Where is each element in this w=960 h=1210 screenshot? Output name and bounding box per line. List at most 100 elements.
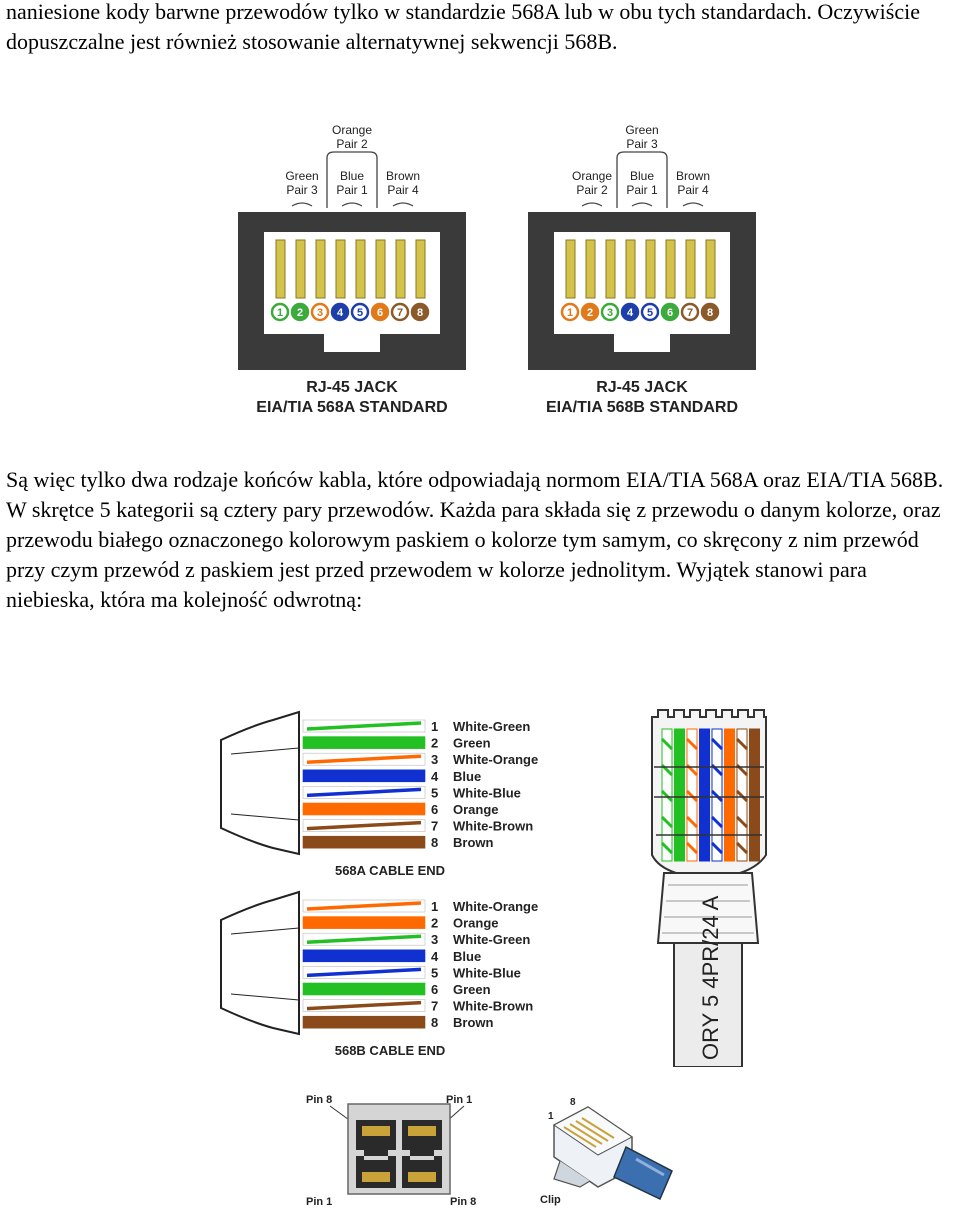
cable-title: 568A CABLE END — [335, 863, 445, 878]
pin-number-label: 1 — [277, 307, 283, 319]
wire-bar — [302, 769, 426, 783]
rj45-plug-cable-figure: ORY 5 4PR/24 A — [651, 709, 767, 1067]
wire-stripe — [306, 820, 422, 831]
pin-number-label: 7 — [687, 307, 693, 319]
cable-title: 568B CABLE END — [335, 1043, 446, 1058]
wire-label: White-Blue — [453, 785, 521, 800]
wire-bar — [302, 736, 426, 749]
pin-number-marker — [560, 302, 580, 322]
wire-label: White-Brown — [453, 999, 533, 1014]
pin-number-marker — [600, 302, 620, 322]
wire-stripe — [306, 901, 422, 911]
pair-label-1b: Pair 2 — [576, 183, 608, 197]
plug-wire-stripe — [685, 789, 699, 803]
socket-port-1 — [356, 1120, 396, 1156]
wire-number: 3 — [431, 752, 438, 767]
pin-number-label: 8 — [417, 307, 423, 319]
plug-label-clip: Clip — [540, 1194, 561, 1206]
wire-number: 2 — [431, 916, 438, 931]
socket-label-pin8: Pin 8 — [306, 1094, 332, 1106]
wire-stripe — [306, 1000, 422, 1011]
paragraph-intro: naniesione kody barwne przewodów tylko w… — [6, 0, 920, 54]
jack-pin — [395, 239, 406, 299]
pair-label-2a: Blue — [630, 169, 654, 183]
wire-label: White-Orange — [453, 899, 538, 914]
pin-number-marker — [290, 302, 310, 322]
plug-wire — [699, 728, 710, 862]
pin-number-marker — [310, 302, 330, 322]
jack-pin — [625, 239, 636, 299]
wire-number: 7 — [431, 999, 438, 1014]
pin-number-marker — [640, 302, 660, 322]
wire-number: 1 — [431, 899, 438, 914]
jack-standard: EIA/TIA 568B STANDARD — [546, 399, 738, 416]
jack-pin — [605, 239, 616, 299]
pin-number-label: 3 — [317, 307, 323, 319]
plug-wire-stripe — [735, 841, 749, 855]
wire-label: Green — [453, 982, 491, 997]
plug-wire — [674, 728, 685, 862]
pair-label-1b: Pair 3 — [286, 183, 318, 197]
rj45-socket-front-figure: Pin 8 Pin 1 Pin 1 Pin 8 — [306, 1094, 476, 1208]
pair-label-3a: Brown — [676, 169, 710, 183]
pair-label-2b: Pair 1 — [626, 183, 658, 197]
plug-wire-stripe — [710, 815, 724, 829]
pin-number-label: 7 — [397, 307, 403, 319]
plug-wire-stripe — [735, 737, 749, 751]
jack-standard: EIA/TIA 568A STANDARD — [256, 399, 447, 416]
pin-number-label: 2 — [587, 307, 593, 319]
wire-stripe — [306, 754, 422, 764]
jack-pin — [315, 239, 326, 299]
socket-label-pin8-bottom: Pin 8 — [450, 1196, 476, 1208]
socket-port-2 — [402, 1120, 442, 1156]
wire-stripe — [306, 787, 422, 798]
wire-number: 1 — [431, 719, 438, 734]
pin-number-marker — [370, 302, 390, 322]
wire-bar — [302, 982, 426, 996]
wire-label: Orange — [453, 802, 499, 817]
plug-wire-stripe — [685, 841, 699, 855]
plug-wire — [749, 728, 760, 862]
pin-number-marker — [700, 302, 720, 322]
wire-number: 4 — [431, 949, 439, 964]
jack-pin — [295, 239, 306, 299]
socket-port-4 — [402, 1156, 442, 1188]
wire-label: Blue — [453, 769, 481, 784]
jack-title: RJ-45 JACK — [596, 379, 688, 396]
pin-number-marker — [410, 302, 430, 322]
jack-pin — [565, 239, 576, 299]
jack-pin — [275, 239, 286, 299]
pair-top-label-2: Pair 3 — [626, 137, 658, 151]
pin-number-marker — [350, 302, 370, 322]
pin-number-label: 6 — [377, 307, 383, 319]
wire-number: 2 — [431, 736, 438, 751]
plug-wire-stripe — [660, 737, 674, 751]
wire-label: White-Brown — [453, 819, 533, 834]
pin-number-marker — [620, 302, 640, 322]
pair-label-1a: Green — [285, 169, 318, 183]
plug-wire-stripe — [685, 815, 699, 829]
wire-label: White-Green — [453, 719, 530, 734]
wire-number: 5 — [431, 785, 438, 800]
jack-pin — [355, 239, 366, 299]
wire-label: White-Orange — [453, 752, 538, 767]
pair-top-label-2: Pair 2 — [336, 137, 368, 151]
wire-bar — [302, 916, 426, 929]
pin-number-label: 8 — [707, 307, 713, 319]
pin-number-marker — [390, 302, 410, 322]
rj45-plug-perspective-figure: 1 8 Clip — [540, 1097, 673, 1206]
plug-wire-stripe — [735, 815, 749, 829]
plug-wire-stripe — [735, 789, 749, 803]
wire-row: 1 White-Orange — [302, 899, 538, 914]
pin-number-label: 5 — [357, 307, 363, 319]
paragraph-pairs: Są więc tylko dwa rodzaje końców kabla, … — [6, 467, 944, 612]
wire-stripe — [306, 721, 422, 731]
rj45-jack-568b-figure: Green Pair 3 Orange Pair 2 Blue Pair 1 B… — [528, 123, 756, 416]
